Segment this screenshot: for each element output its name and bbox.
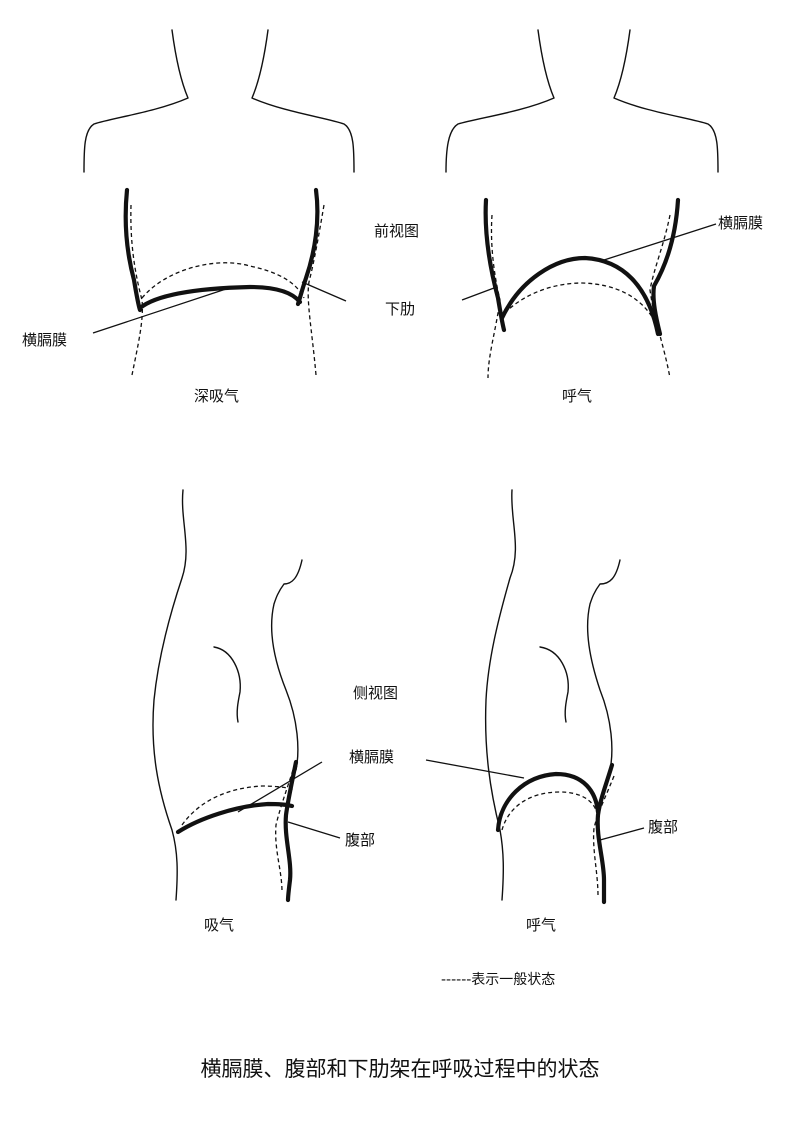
normal-state-dashed-line: [499, 282, 655, 321]
front-view-deep-inhale-figure: [83, 29, 355, 376]
diaphragm-line: [499, 255, 661, 337]
diaphragm-leader-line: [425, 759, 525, 779]
abdomen-label-right: 腹部: [648, 818, 678, 836]
deep-inhale-caption: 深吸气: [194, 387, 239, 405]
body-outline: [152, 489, 187, 901]
normal-state-dashed-line: [275, 769, 294, 893]
lower-rib-line: [295, 187, 320, 307]
abdomen-leader-line: [599, 827, 645, 841]
normal-state-dashed-line: [487, 214, 501, 379]
side-view-inhale-figure: [152, 489, 341, 903]
diaphragm-line: [137, 284, 303, 311]
front-view-label: 前视图: [374, 222, 419, 240]
abdomen-line: [595, 762, 615, 905]
lower-rib-leader-line: [301, 281, 347, 302]
body-outline: [484, 489, 517, 901]
diaphragm-leader-line: [237, 761, 323, 813]
diaphragm-line: [495, 771, 601, 833]
body-outline: [586, 559, 621, 771]
lower-rib-line: [651, 197, 681, 337]
arm-outline: [213, 646, 241, 723]
neck-shoulder-outline: [83, 29, 189, 173]
arm-outline: [539, 646, 569, 723]
inhale-caption: 吸气: [204, 916, 234, 934]
lower-rib-leader-line: [461, 287, 495, 301]
neck-shoulder-outline: [613, 29, 719, 173]
normal-state-dashed-line: [141, 262, 305, 299]
lower-rib-line: [483, 197, 507, 333]
normal-state-dashed-line: [181, 785, 295, 826]
neck-shoulder-outline: [251, 29, 355, 173]
exhale-caption-top: 呼气: [562, 387, 592, 405]
abdomen-line: [283, 759, 299, 903]
diaphragm-label-side: 横膈膜: [349, 748, 394, 766]
diaphragm-leader-line: [92, 286, 233, 334]
exhale-caption-bottom: 呼气: [526, 916, 556, 934]
figure-caption: 横膈膜、腹部和下肋架在呼吸过程中的状态: [201, 1057, 600, 1081]
neck-shoulder-outline: [445, 29, 555, 173]
normal-state-dashed-line: [307, 204, 325, 376]
normal-state-dashed-line: [501, 791, 597, 831]
diaphragm-label-right: 横膈膜: [718, 214, 763, 232]
abdomen-leader-line: [287, 821, 341, 839]
lower-rib-line: [123, 187, 143, 313]
diaphragm-label-left: 横膈膜: [22, 331, 67, 349]
diaphragm-leader-line: [603, 223, 717, 261]
side-view-exhale-figure: [425, 489, 645, 905]
body-outline: [270, 559, 303, 771]
legend-note: ------表示一般状态: [441, 972, 555, 988]
side-view-label: 侧视图: [353, 684, 398, 702]
lower-rib-label: 下肋: [385, 300, 415, 318]
abdomen-label-left: 腹部: [345, 831, 375, 849]
front-view-exhale-figure: [445, 29, 719, 379]
normal-state-dashed-line: [130, 204, 144, 376]
normal-state-dashed-line: [649, 214, 671, 379]
diaphragm-line: [175, 801, 295, 835]
